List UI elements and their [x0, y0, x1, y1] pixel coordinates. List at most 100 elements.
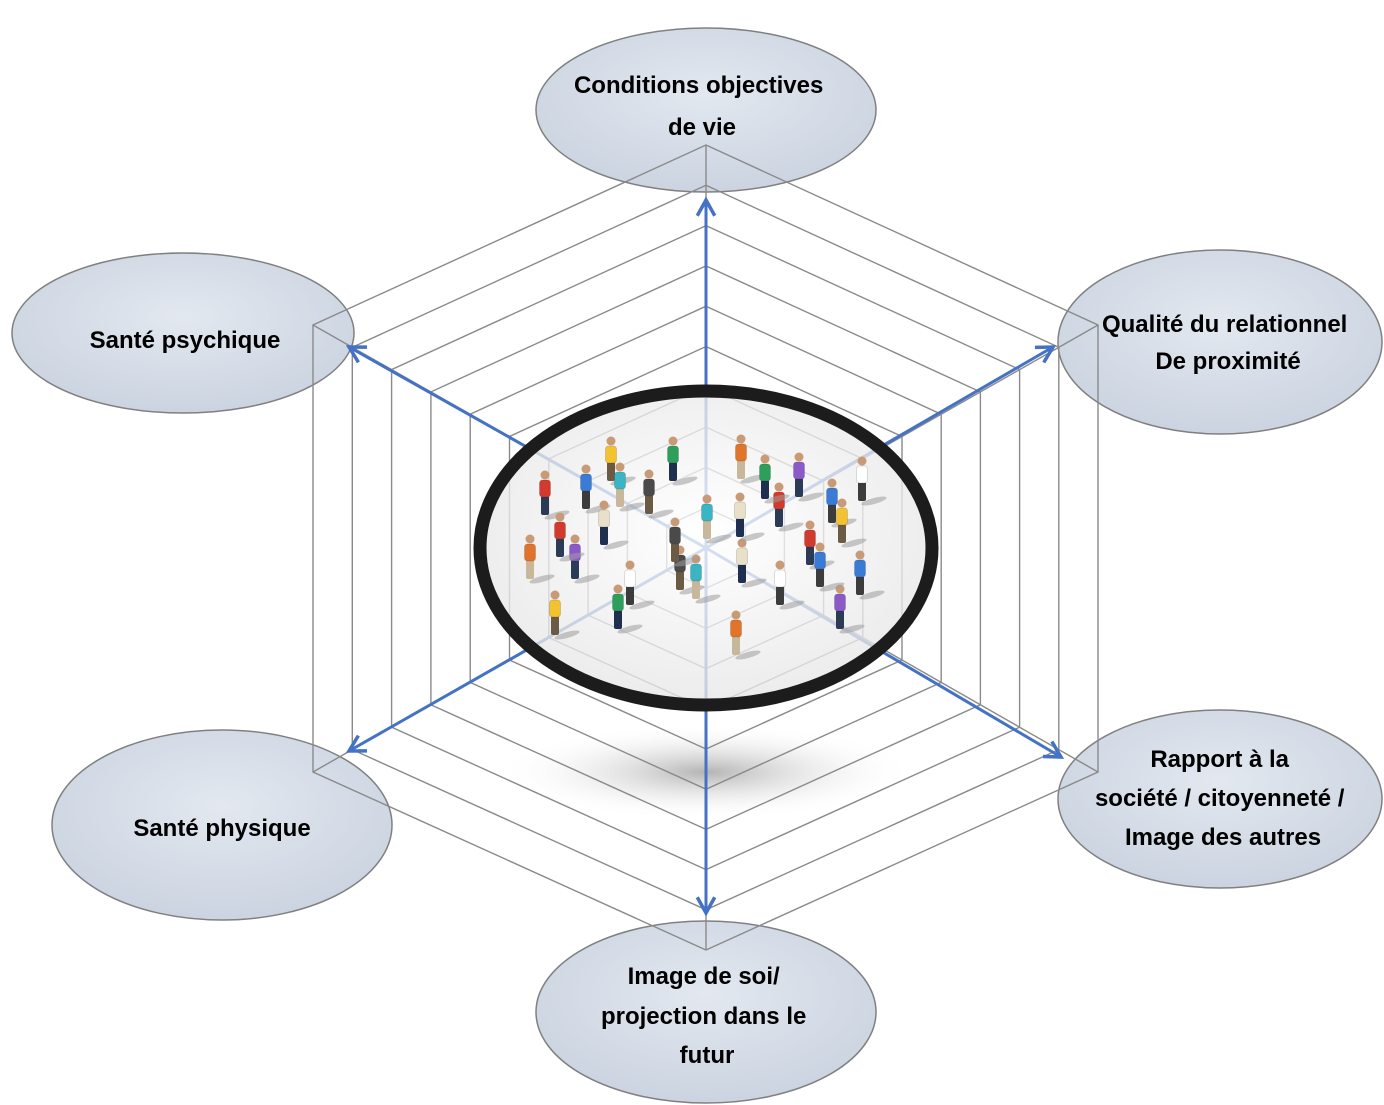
person-figure: [854, 550, 885, 600]
person-shadow: [839, 624, 865, 634]
person-figure: [539, 470, 570, 520]
person-head: [570, 534, 580, 544]
node-sante-physique-shape: [51, 729, 393, 921]
person-body: [614, 471, 626, 490]
person-legs: [551, 616, 559, 635]
node-conditions-label: Conditions objectives de vie: [574, 72, 830, 141]
person-legs: [836, 610, 844, 629]
person-shadow: [739, 532, 765, 542]
person-shadow: [617, 624, 643, 634]
person-legs: [676, 571, 684, 590]
person-legs: [616, 488, 624, 507]
person-figure: [856, 456, 887, 506]
person-figure: [834, 584, 865, 634]
person-body: [701, 503, 713, 522]
node-labels: Conditions objectives de vie Qualité du …: [90, 72, 1351, 1069]
person-figure: [814, 542, 845, 592]
person-shadow: [819, 582, 845, 592]
person-legs: [856, 576, 864, 595]
person-figure: [612, 584, 643, 634]
person-figure: [554, 512, 585, 562]
person-head: [827, 478, 837, 488]
person-body: [667, 445, 679, 464]
label-line: Image des autres: [1125, 824, 1321, 851]
person-body: [549, 599, 561, 618]
person-figure: [624, 560, 655, 610]
person-legs: [806, 546, 814, 565]
label-line: Santé psychique: [90, 327, 281, 354]
person-legs: [626, 586, 634, 605]
person-legs: [776, 586, 784, 605]
person-head: [736, 434, 746, 444]
person-head: [702, 494, 712, 504]
person-body: [774, 569, 786, 588]
person-legs: [858, 482, 866, 501]
person-body: [730, 619, 742, 638]
node-sante-psychique-shape: [11, 252, 355, 414]
person-head: [735, 492, 745, 502]
person-head: [606, 436, 616, 446]
person-figure: [701, 494, 732, 544]
person-figure: [836, 498, 867, 548]
person-head: [775, 560, 785, 570]
person-shadow: [861, 496, 887, 506]
person-body: [734, 501, 746, 520]
person-legs: [775, 508, 783, 527]
person-body: [759, 463, 771, 482]
label-line: Rapport à la: [1150, 746, 1289, 773]
person-legs: [541, 496, 549, 515]
person-shadow: [619, 502, 645, 512]
person-body: [735, 443, 747, 462]
person-legs: [703, 520, 711, 539]
label-line: société / citoyenneté /: [1095, 785, 1345, 812]
person-body: [554, 521, 566, 540]
person-legs: [732, 636, 740, 655]
person-legs: [556, 538, 564, 557]
person-head: [855, 550, 865, 560]
person-head: [774, 482, 784, 492]
person-head: [613, 584, 623, 594]
person-legs: [614, 610, 622, 629]
person-shadow: [735, 650, 761, 660]
label-line: projection dans le: [601, 1003, 806, 1030]
person-body: [580, 473, 592, 492]
person-head: [644, 469, 654, 479]
person-legs: [761, 480, 769, 499]
person-shadow: [764, 494, 790, 504]
person-legs: [692, 580, 700, 599]
person-body: [643, 478, 655, 497]
person-body: [598, 509, 610, 528]
person-figure: [759, 454, 790, 504]
person-shadow: [841, 538, 867, 548]
person-head: [815, 542, 825, 552]
person-figure: [690, 554, 721, 604]
person-shadow: [778, 522, 804, 532]
person-body: [814, 551, 826, 570]
person-body: [826, 487, 838, 506]
person-body: [854, 559, 866, 578]
person-shadow: [779, 600, 805, 610]
person-legs: [738, 564, 746, 583]
person-shadow: [603, 540, 629, 550]
person-body: [834, 593, 846, 612]
person-body: [804, 529, 816, 548]
person-figure: [614, 462, 645, 512]
person-figure: [730, 610, 761, 660]
label-line: Santé physique: [133, 815, 310, 842]
person-legs: [736, 518, 744, 537]
center-disc-border: [473, 384, 939, 712]
person-shadow: [674, 557, 700, 567]
person-head: [794, 452, 804, 462]
person-legs: [571, 560, 579, 579]
person-head: [670, 517, 680, 527]
person-shadow: [629, 600, 655, 610]
person-body: [605, 445, 617, 464]
node-societe-label: Rapport à la société / citoyenneté / Ima…: [1095, 746, 1351, 851]
label-line: De proximité: [1155, 348, 1300, 375]
person-figure: [667, 436, 698, 486]
person-figure: [735, 434, 766, 484]
person-legs: [645, 495, 653, 514]
person-head: [540, 470, 550, 480]
person-body: [624, 569, 636, 588]
